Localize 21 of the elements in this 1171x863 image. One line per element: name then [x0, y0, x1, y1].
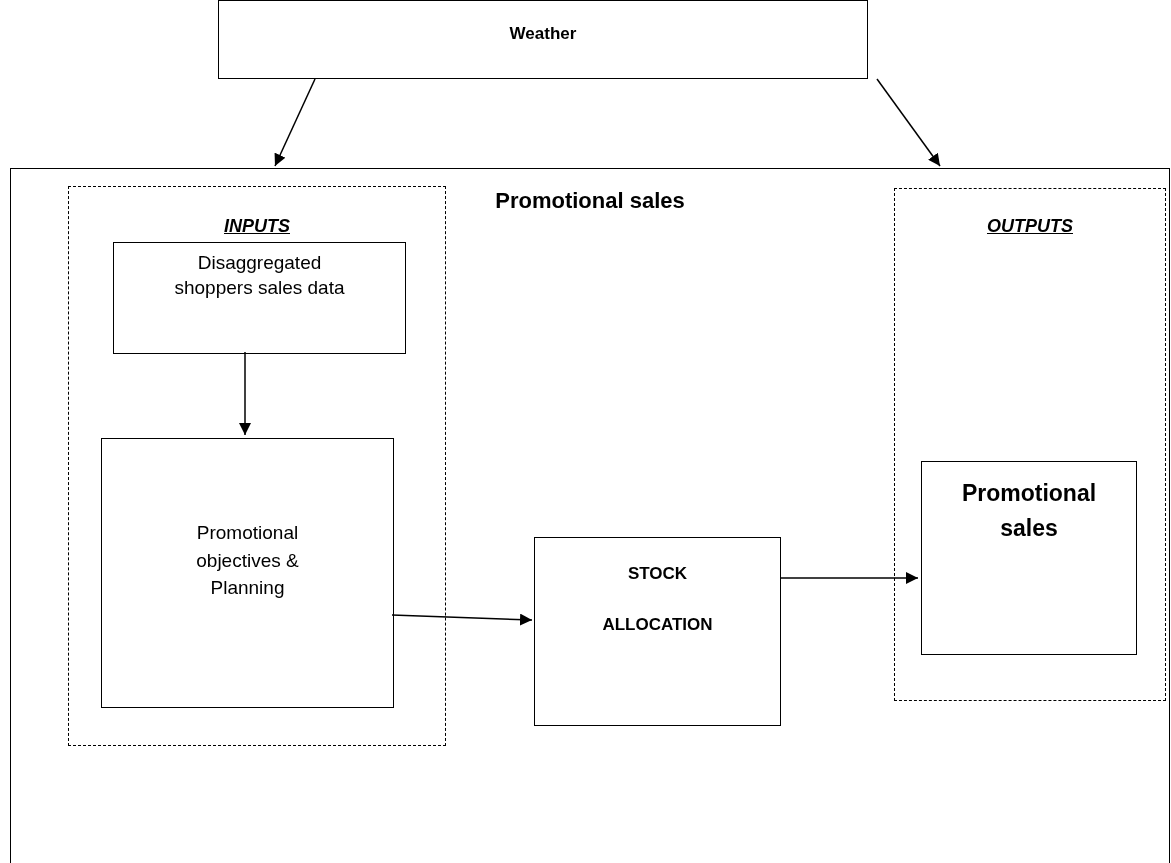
heading: Weather: [508, 23, 578, 45]
arrow: [876, 78, 941, 167]
box-label: STOCK ALLOCATION: [601, 563, 714, 636]
process-box: [101, 438, 394, 708]
frame-box: [218, 0, 868, 79]
arrow: [391, 613, 533, 626]
process-box: [113, 242, 406, 354]
dashed-group: [68, 186, 446, 746]
box-label: Promotional sales: [960, 479, 1098, 543]
box-label: Disaggregated shoppers sales data: [173, 251, 346, 300]
group-heading: OUTPUTS: [986, 215, 1074, 238]
process-box: [534, 537, 781, 726]
dashed-group: [894, 188, 1166, 701]
group-heading: INPUTS: [223, 215, 291, 238]
process-box: [921, 461, 1137, 655]
arrow: [274, 78, 316, 167]
arrow: [239, 351, 251, 436]
group-frame: [10, 168, 1170, 863]
heading: Promotional sales: [494, 187, 686, 215]
box-label: Promotional objectives & Planning: [195, 521, 300, 601]
arrow: [779, 572, 919, 584]
